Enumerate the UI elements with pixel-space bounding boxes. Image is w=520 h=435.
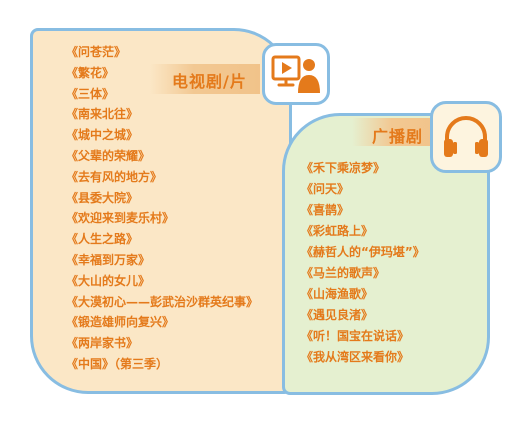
list-item: 《遇见良渚》 xyxy=(301,308,374,322)
list-item: 《大漠初心——彭武治沙群英纪事》 xyxy=(66,294,259,309)
list-item: 《欢迎来到麦乐村》 xyxy=(66,211,175,226)
list-item: 《两岸家书》 xyxy=(66,336,139,351)
list-item: 《中国》（第三季） xyxy=(66,356,169,371)
list-item: 《幸福到万家》 xyxy=(66,252,151,267)
list-item: 《问苍茫》 xyxy=(66,45,127,59)
list-item: 《去有风的地方》 xyxy=(66,169,163,184)
list-item: 《南来北往》 xyxy=(66,107,139,122)
tv-series-header-band xyxy=(150,64,260,94)
list-item: 《喜鹊》 xyxy=(301,203,350,217)
headphones-icon xyxy=(430,101,502,173)
list-item: 《禾下乘凉梦》 xyxy=(301,161,386,175)
list-item: 《彩虹路上》 xyxy=(301,224,374,238)
list-item: 《人生之路》 xyxy=(66,232,139,247)
list-item: 《山海渔歌》 xyxy=(301,287,374,301)
list-item: 《三体》 xyxy=(66,86,115,101)
tv-series-title: 电视剧/片 xyxy=(172,72,247,91)
radio-drama-list: 《禾下乘凉梦》 《问天》 《喜鹊》 《彩虹路上》 《赫哲人的“伊玛堪”》 《马兰… xyxy=(301,158,425,368)
tv-presenter-icon xyxy=(262,43,330,105)
list-item: 《县委大院》 xyxy=(66,190,139,205)
list-item: 《赫哲人的“伊玛堪”》 xyxy=(301,245,425,259)
list-item: 《锻造雄师向复兴》 xyxy=(66,315,175,330)
list-item: 《父辈的荣耀》 xyxy=(66,148,151,163)
list-item: 《我从湾区来看你》 xyxy=(301,350,410,364)
radio-drama-title: 广播剧 xyxy=(372,127,424,146)
tv-series-list: 《问苍茫》 《繁花》 《三体》 《南来北往》 《城中之城》 《父辈的荣耀》 《去… xyxy=(66,42,258,375)
list-item: 《城中之城》 xyxy=(66,128,139,143)
list-item: 《繁花》 xyxy=(66,65,115,80)
list-item: 《听！国宝在说话》 xyxy=(301,329,410,343)
list-item: 《问天》 xyxy=(301,182,350,196)
list-item: 《马兰的歌声》 xyxy=(301,266,386,280)
radio-drama-header-band xyxy=(352,118,440,146)
list-item: 《大山的女儿》 xyxy=(66,273,151,288)
